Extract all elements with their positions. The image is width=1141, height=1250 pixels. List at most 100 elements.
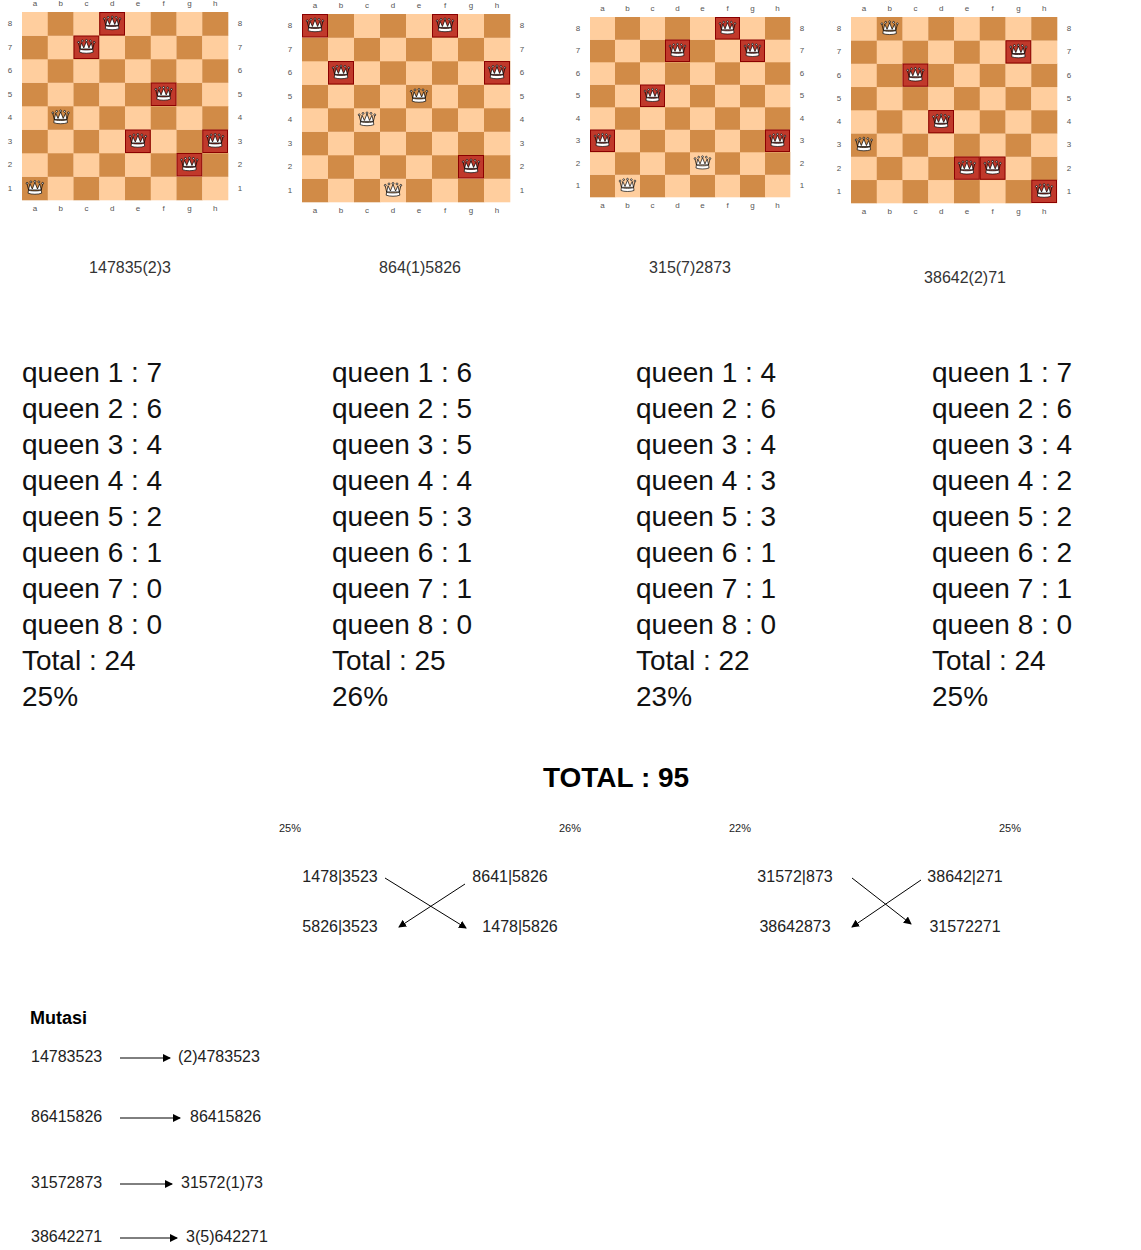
board-square xyxy=(380,132,406,156)
chromosome-label: 31572|873 xyxy=(757,868,832,886)
fitness-percent: 23% xyxy=(636,681,692,713)
board-square xyxy=(484,108,510,132)
file-label: g xyxy=(469,206,473,215)
fitness-line: queen 3 : 4 xyxy=(636,429,776,461)
board-square xyxy=(328,14,354,38)
queen-ball xyxy=(358,114,360,116)
board-square xyxy=(99,177,125,201)
rank-label: 8 xyxy=(837,24,841,33)
board-square xyxy=(484,132,510,156)
queen-base xyxy=(621,187,634,191)
board-square xyxy=(406,132,432,156)
queen-base xyxy=(696,165,709,169)
queen-base xyxy=(80,49,94,53)
file-label: c xyxy=(651,4,655,13)
board-square xyxy=(690,17,715,40)
queen-ball xyxy=(748,44,750,46)
board-square xyxy=(202,130,228,154)
board-square xyxy=(151,130,177,154)
board-square xyxy=(851,110,877,134)
board-square xyxy=(484,38,510,62)
queen-piece xyxy=(1010,44,1027,58)
board-square xyxy=(125,59,151,83)
board-square xyxy=(715,40,740,63)
queen-ball xyxy=(619,180,621,182)
queen-piece xyxy=(881,21,898,35)
board-square xyxy=(928,17,954,41)
queen-base xyxy=(646,97,659,101)
board-square xyxy=(458,179,484,203)
queen-line xyxy=(1011,48,1026,54)
rank-label: 3 xyxy=(8,137,12,146)
queen-ball xyxy=(496,65,498,67)
board-square xyxy=(125,12,151,36)
queen-ball xyxy=(119,18,121,20)
board-square xyxy=(954,180,980,204)
fitness-line: queen 6 : 1 xyxy=(22,537,162,569)
queen-ball xyxy=(966,160,968,162)
fitness-line: queen 8 : 0 xyxy=(332,609,472,641)
selection-percent: 26% xyxy=(559,822,581,835)
board-square xyxy=(302,14,328,38)
board-square xyxy=(1006,87,1032,111)
file-label: h xyxy=(213,0,217,9)
file-label: e xyxy=(700,201,704,210)
fitness-percent: 26% xyxy=(332,681,388,713)
queen-line xyxy=(695,159,710,164)
board-square xyxy=(74,106,100,130)
queen-ball xyxy=(192,157,194,159)
rank-label: 8 xyxy=(520,21,524,30)
queen-ball xyxy=(332,67,334,69)
board-square xyxy=(877,64,903,88)
queen-ball xyxy=(1025,46,1027,48)
board-square xyxy=(590,130,615,153)
queen-line xyxy=(437,22,453,28)
fitness-line: queen 7 : 1 xyxy=(932,573,1072,605)
queen-piece xyxy=(694,156,711,169)
rank-label: 1 xyxy=(238,184,242,193)
queen-ball xyxy=(999,162,1001,164)
queen-crown xyxy=(209,135,222,143)
queen-line xyxy=(933,118,948,124)
board-square xyxy=(380,155,406,179)
fitness-line: queen 6 : 2 xyxy=(932,537,1072,569)
queen-ball xyxy=(907,69,909,71)
board-square xyxy=(177,177,203,201)
rank-label: 4 xyxy=(800,114,804,123)
board-square xyxy=(22,36,48,60)
board-square xyxy=(406,61,432,85)
board-square xyxy=(177,106,203,130)
rank-label: 8 xyxy=(576,24,580,33)
fitness-line: queen 8 : 0 xyxy=(932,609,1072,641)
file-label: a xyxy=(313,206,317,215)
file-label: h xyxy=(775,201,779,210)
queen-ball xyxy=(64,110,66,112)
queen-ball xyxy=(470,159,472,161)
file-label: d xyxy=(939,4,943,13)
queen-ball xyxy=(418,88,420,90)
fitness-line: queen 4 : 2 xyxy=(932,465,1072,497)
queen-piece xyxy=(744,43,761,56)
board-square xyxy=(202,153,228,177)
board-square xyxy=(432,155,458,179)
board-square xyxy=(980,17,1006,41)
queen-ball xyxy=(896,23,898,25)
board-square xyxy=(458,132,484,156)
file-label: b xyxy=(58,0,62,9)
queen-crown xyxy=(413,90,426,98)
queen-crown xyxy=(696,158,708,165)
rank-label: 7 xyxy=(8,43,12,52)
file-label: d xyxy=(110,204,114,213)
queen-line xyxy=(959,164,974,170)
rank-label: 2 xyxy=(288,162,292,171)
board-square xyxy=(432,108,458,132)
board-square xyxy=(484,61,510,85)
queen-line xyxy=(745,47,760,52)
queen-ball xyxy=(1036,186,1038,188)
queen-ball xyxy=(500,65,502,67)
queen-base xyxy=(308,27,322,31)
board-square xyxy=(928,64,954,88)
queen-line xyxy=(104,20,120,26)
queen-ball xyxy=(322,20,324,22)
